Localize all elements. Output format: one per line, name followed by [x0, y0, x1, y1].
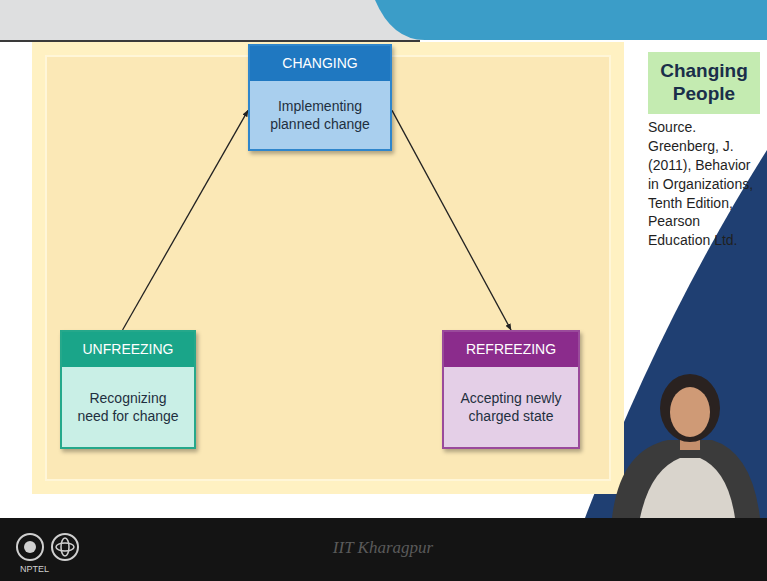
outer-panel — [32, 42, 624, 494]
presenter-body — [612, 440, 760, 518]
top-rule — [0, 40, 420, 42]
presenter-face — [670, 387, 710, 437]
top-band-accent — [375, 0, 767, 40]
top-band — [0, 0, 767, 40]
title-box: Changing People — [648, 52, 760, 114]
box-body: Accepting newly charged state — [444, 367, 578, 447]
box-heading: CHANGING — [250, 46, 390, 81]
box-heading: UNFREEZING — [62, 332, 194, 367]
logo-orbit — [61, 538, 69, 556]
source-note: Source. Greenberg, J. (2011), Behavior i… — [648, 118, 764, 250]
box-body: Recognizing need for change — [62, 367, 194, 447]
logo-caption: NPTEL — [20, 565, 80, 575]
logo-ring — [17, 534, 43, 560]
footer-bar — [0, 518, 767, 581]
institute-logo — [17, 534, 78, 560]
logo-ring — [52, 534, 78, 560]
logo-orbit — [56, 543, 74, 551]
logo-core — [24, 541, 36, 553]
box-heading: REFREEZING — [444, 332, 578, 367]
arrow-connector — [392, 110, 511, 330]
presenter-scarf — [640, 458, 735, 518]
box-body: Implementing planned change — [250, 81, 390, 149]
presenter-hair — [660, 374, 720, 442]
process-box: UNFREEZINGRecognizing need for change — [60, 330, 196, 449]
process-box: CHANGINGImplementing planned change — [248, 44, 392, 151]
title-text: Changing People — [648, 55, 760, 111]
footer-title: IIT Kharagpur — [283, 538, 483, 558]
arrow-connector — [123, 110, 248, 330]
presenter-figure — [612, 374, 760, 518]
inner-panel — [46, 56, 610, 480]
process-box: REFREEZINGAccepting newly charged state — [442, 330, 580, 449]
